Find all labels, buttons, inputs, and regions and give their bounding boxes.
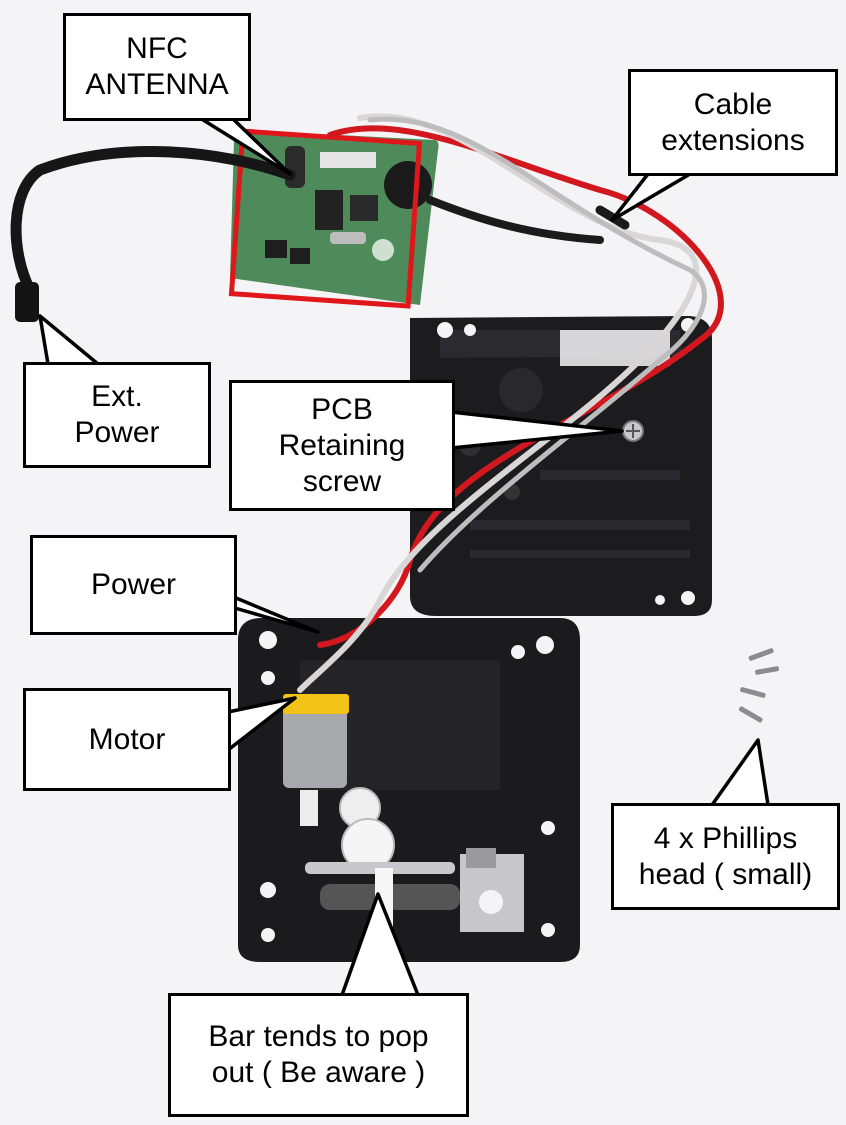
cable-extensions-callout: Cable extensions (628, 69, 838, 176)
bar-warning-callout: Bar tends to pop out ( Be aware ) (168, 993, 469, 1117)
pcb-retaining-screw-callout: PCB Retaining screw (229, 380, 455, 511)
ext-power-cable (10, 146, 296, 322)
motor-body (283, 706, 347, 788)
motor-callout: Motor (23, 688, 231, 791)
nfc-antenna-callout: NFC ANTENNA (63, 13, 251, 121)
enclosure-base (238, 618, 580, 962)
phillips-screws (738, 648, 780, 723)
power-callout: Power (30, 535, 237, 635)
retaining-screw (622, 420, 644, 442)
phillips-screws-callout: 4 x Phillips head ( small) (611, 803, 840, 910)
enclosure-lid (410, 316, 712, 616)
ext-power-callout: Ext. Power (23, 362, 211, 468)
wires (297, 113, 724, 693)
leader-lines (38, 116, 770, 997)
